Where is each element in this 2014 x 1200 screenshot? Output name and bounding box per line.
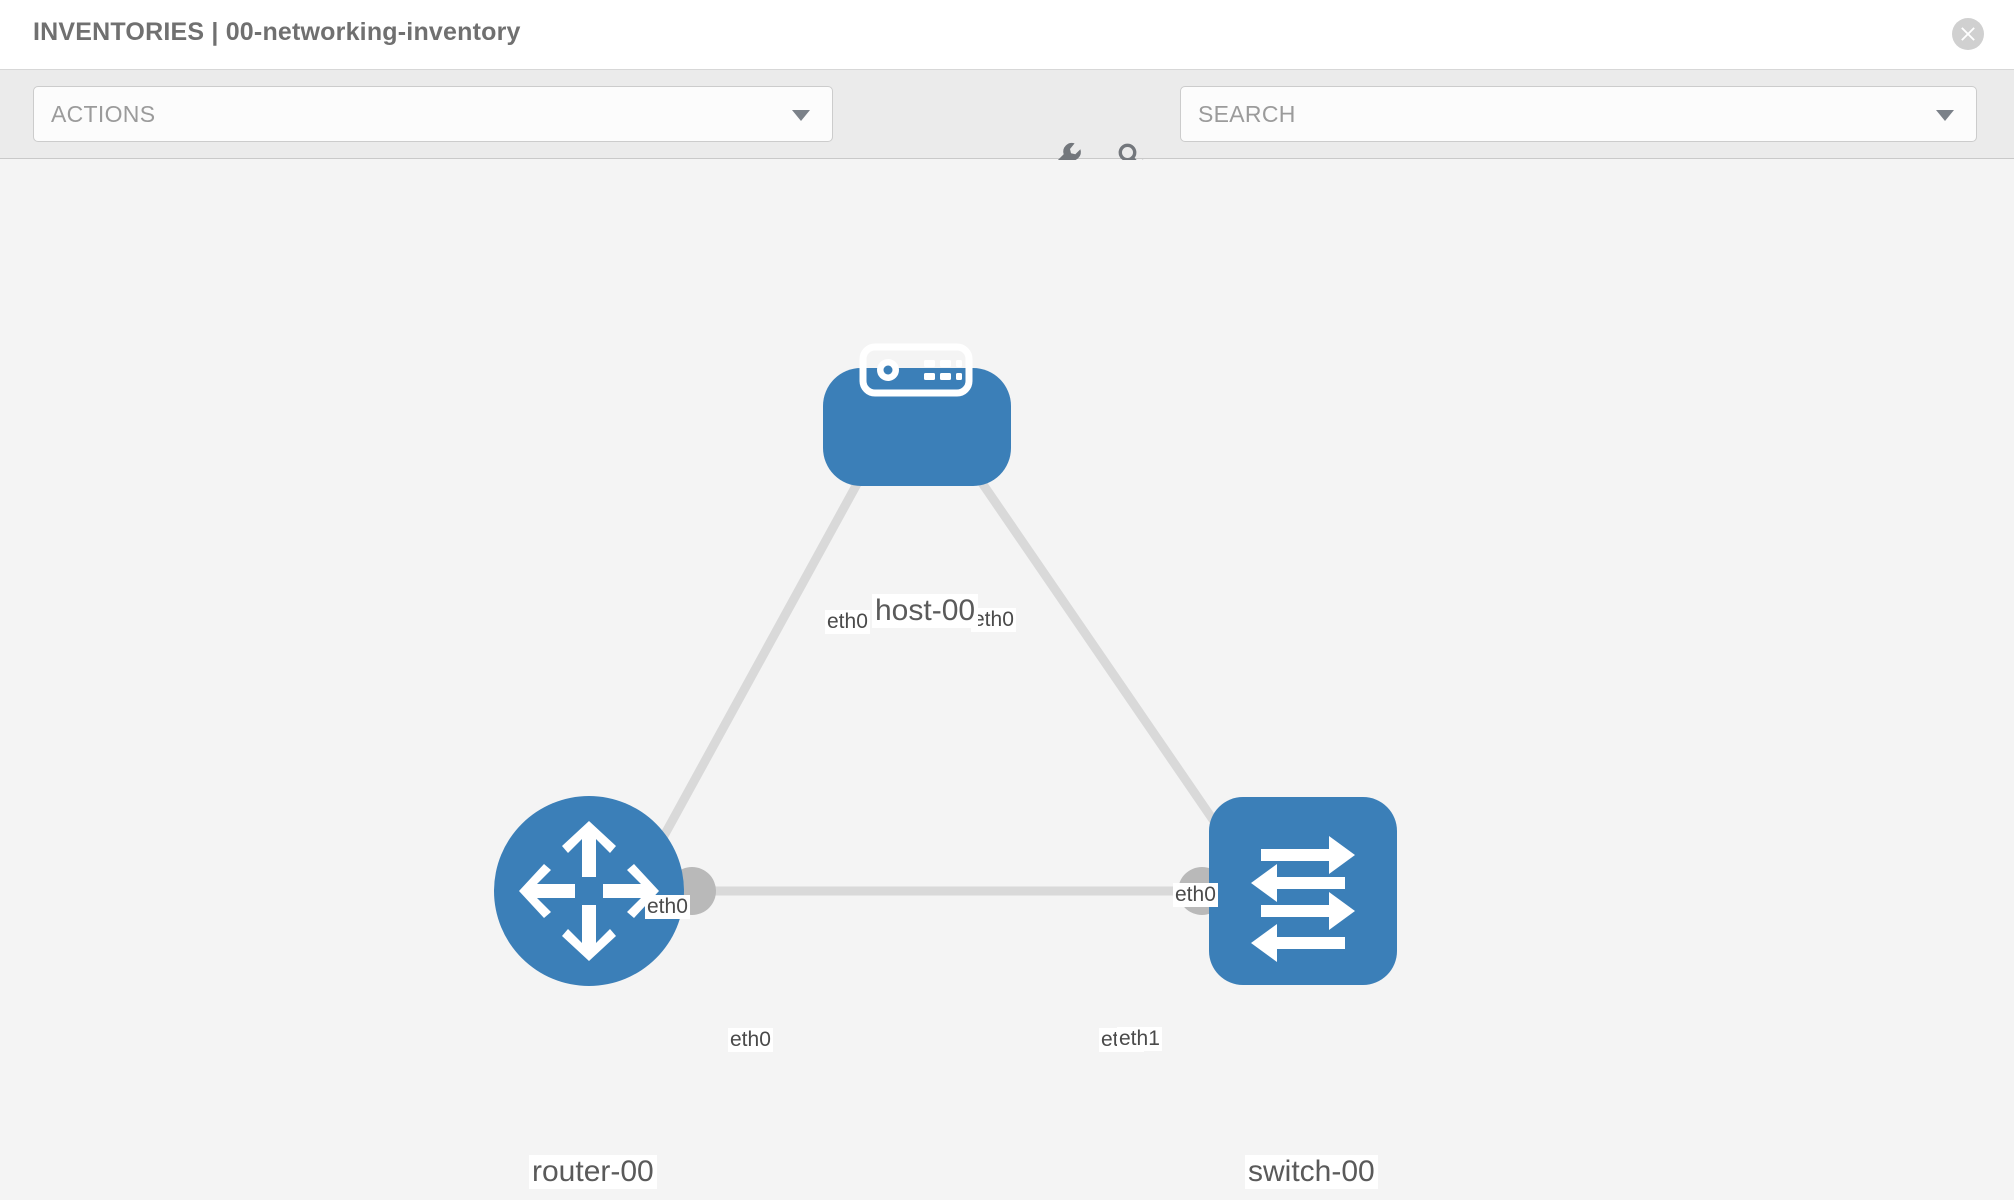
edge-label-host00-switch00-near: eth0 xyxy=(971,608,1016,633)
actions-dropdown-label: ACTIONS xyxy=(51,101,156,127)
edge-label-host00-router00-near: eth0 xyxy=(825,610,870,635)
node-host-00-shape xyxy=(823,368,1011,486)
node-router-00-shape xyxy=(494,796,684,986)
chevron-down-icon xyxy=(792,110,810,121)
topology-canvas[interactable]: eth0 eth0 eth0 eth0 eth0 eth0 eth1 host-… xyxy=(0,160,2014,1200)
page-header: INVENTORIES | 00-networking-inventory xyxy=(0,0,2014,70)
node-switch-00 xyxy=(1209,797,1397,985)
node-router-00 xyxy=(494,796,684,986)
node-label-switch-00: switch-00 xyxy=(1245,1155,1378,1189)
switch-arrows-icon xyxy=(1251,836,1355,962)
topology-edges xyxy=(643,437,1249,896)
node-label-host-00: host-00 xyxy=(872,594,979,628)
node-host-00 xyxy=(823,343,1011,486)
search-placeholder: SEARCH xyxy=(1198,101,1296,127)
edge-label-router00-switch00-left: eth0 xyxy=(728,1028,773,1053)
page-title: INVENTORIES | 00-networking-inventory xyxy=(33,18,521,46)
edge-label-router00-host00-far: eth0 xyxy=(645,895,690,920)
close-icon[interactable] xyxy=(1952,18,1984,50)
chevron-down-icon xyxy=(1936,110,1954,121)
edge-label-router00-switch00-right: eth1 xyxy=(1117,1027,1162,1052)
edge-host00-switch00 xyxy=(949,437,1249,870)
node-switch-00-shape xyxy=(1209,797,1397,985)
topology-graph xyxy=(494,343,1397,986)
search-input[interactable]: SEARCH xyxy=(1180,86,1977,142)
server-icon xyxy=(859,343,973,397)
node-label-router-00: router-00 xyxy=(529,1155,657,1189)
actions-dropdown[interactable]: ACTIONS xyxy=(33,86,833,142)
toolbar: ACTIONS SEARCH xyxy=(0,70,2014,172)
edge-host00-router00 xyxy=(643,437,885,870)
edge-label-switch00-host00-far: eth0 xyxy=(1173,883,1218,908)
